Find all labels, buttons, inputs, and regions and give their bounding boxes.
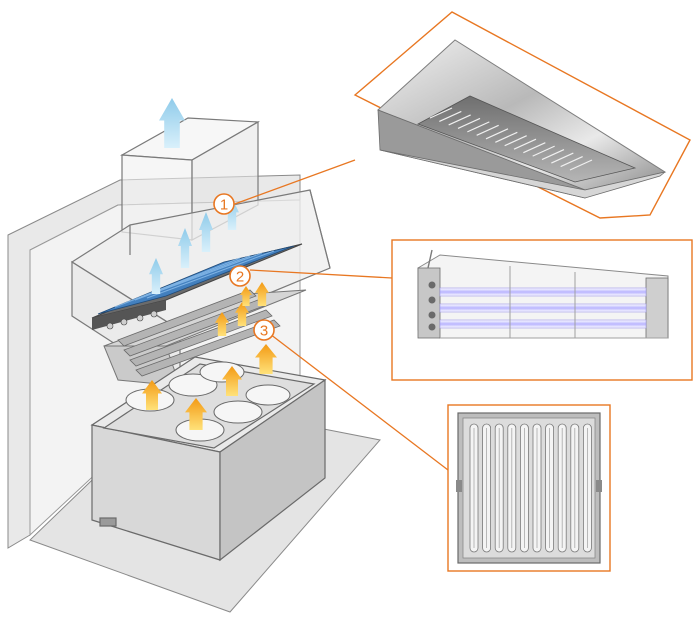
callout-3-number: 3	[260, 323, 268, 340]
heat-flow-arrow-icon	[255, 344, 277, 374]
heat-flow-arrow-icon	[222, 366, 242, 396]
air-flow-arrow-icon	[178, 228, 192, 268]
air-flow-arrow-icon	[149, 258, 163, 294]
callout-2-number: 2	[236, 269, 244, 286]
callout-2: 2	[229, 265, 251, 287]
main-illustration	[7, 117, 381, 613]
air-flow-arrows	[149, 98, 239, 294]
callout-1-number: 1	[220, 197, 228, 214]
callout-lines	[231, 159, 449, 471]
uv-lamp-icon	[417, 249, 669, 339]
heat-flow-arrow-icon	[235, 302, 249, 326]
hood-icon	[377, 39, 667, 199]
filter-icon	[456, 412, 602, 564]
hood-panel	[353, 11, 691, 219]
heat-flow-arrow-icon	[240, 286, 252, 306]
callout-1: 1	[213, 193, 235, 215]
heat-flow-arrow-icon	[185, 398, 207, 430]
heat-flow-arrow-icon	[142, 380, 162, 410]
uv-lamp-panel	[391, 239, 693, 381]
uv-panel	[91, 243, 303, 330]
air-flow-arrow-icon	[159, 98, 185, 148]
callout-3: 3	[253, 319, 275, 341]
heat-flow-arrow-icon	[215, 312, 229, 336]
baffle-filter-stack	[103, 289, 307, 387]
cooking-range	[90, 356, 327, 562]
heat-flow-arrows	[142, 282, 277, 430]
heat-flow-arrow-icon	[255, 282, 269, 306]
baffle-filter-panel	[447, 404, 611, 572]
air-flow-arrow-icon	[199, 212, 213, 252]
